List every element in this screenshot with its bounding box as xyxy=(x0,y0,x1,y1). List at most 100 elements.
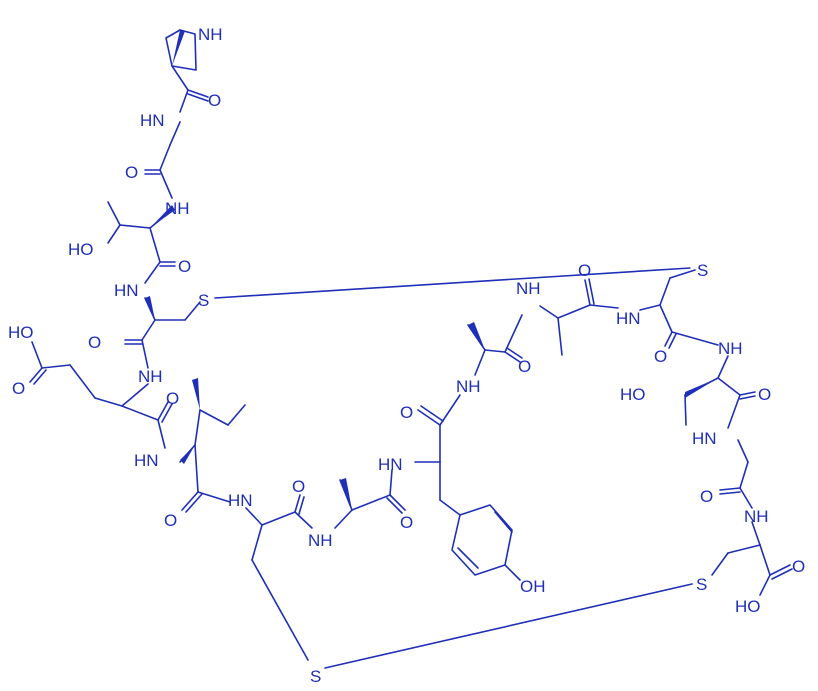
bond xyxy=(41,364,71,369)
bond xyxy=(494,511,513,533)
wedge xyxy=(468,322,485,350)
bond xyxy=(69,364,96,399)
atom-label: NH xyxy=(744,507,769,526)
bond xyxy=(717,355,729,379)
atom-label: HN xyxy=(228,491,253,510)
disulfide-bond-2 xyxy=(324,583,693,669)
bond xyxy=(181,491,199,511)
bond xyxy=(659,304,673,333)
disulfide-bond-1 xyxy=(214,267,691,299)
bond xyxy=(149,227,161,263)
atom-label: O xyxy=(400,513,413,532)
bond xyxy=(298,496,305,515)
atom-label: O xyxy=(578,261,591,280)
atom-label: NH xyxy=(308,531,333,550)
atom-label: NH xyxy=(516,279,541,298)
atom-label: NH xyxy=(165,199,190,218)
bond xyxy=(194,444,199,493)
bond xyxy=(29,367,43,383)
bond xyxy=(121,383,149,407)
bond xyxy=(668,333,677,349)
atom-label: HO xyxy=(8,323,34,342)
bond xyxy=(171,65,189,91)
atom-label: O xyxy=(125,163,138,182)
atom-label: HN xyxy=(140,111,165,130)
bond xyxy=(737,439,749,463)
atom-label: NH xyxy=(456,377,481,396)
bond xyxy=(261,511,296,526)
bond xyxy=(179,89,189,113)
bond xyxy=(294,494,301,513)
bond xyxy=(739,461,749,489)
bond xyxy=(557,304,591,319)
bond xyxy=(107,201,121,226)
bond xyxy=(417,409,441,426)
bond xyxy=(739,391,756,396)
bond xyxy=(197,491,231,503)
atom-label: O xyxy=(178,257,191,276)
bond xyxy=(504,314,523,353)
bond xyxy=(157,419,166,449)
bond xyxy=(184,301,201,321)
bond xyxy=(771,568,793,580)
bond xyxy=(389,494,406,511)
wedge xyxy=(685,378,718,398)
bond xyxy=(194,409,201,446)
atom-label: O xyxy=(164,511,177,530)
bond xyxy=(94,397,123,407)
bond xyxy=(669,269,696,279)
bond xyxy=(671,331,719,346)
bond xyxy=(659,277,671,306)
atom-label: OH xyxy=(520,577,546,596)
atom-label: HO xyxy=(735,597,761,616)
bond xyxy=(159,144,171,171)
bond xyxy=(187,89,209,98)
atom-label: S xyxy=(198,291,209,310)
atom-label: HN xyxy=(134,451,159,470)
proline-ring xyxy=(165,29,197,71)
atom-label: O xyxy=(88,333,101,352)
bond xyxy=(420,405,444,422)
bond xyxy=(719,487,741,491)
atom-label: NH xyxy=(718,339,743,358)
atom-label: S xyxy=(697,261,708,280)
bond xyxy=(439,394,461,426)
bond xyxy=(144,261,161,284)
atom-label: O xyxy=(292,477,305,496)
bond xyxy=(457,547,479,569)
bond xyxy=(717,377,741,396)
bond xyxy=(439,499,461,516)
bond xyxy=(294,511,313,529)
bond xyxy=(759,544,771,576)
wedge xyxy=(150,205,175,228)
bond xyxy=(157,401,169,421)
wedge xyxy=(340,478,352,510)
bond xyxy=(107,224,121,244)
atom-label: O xyxy=(166,389,179,408)
bond xyxy=(588,278,595,305)
bond xyxy=(589,304,619,309)
bond xyxy=(141,339,149,369)
bond xyxy=(584,279,591,306)
bond xyxy=(119,224,151,229)
atom-label: NH xyxy=(198,25,223,44)
bond xyxy=(251,559,309,661)
bond xyxy=(484,349,506,353)
bond xyxy=(557,317,563,356)
atom-label: O xyxy=(12,379,25,398)
bond xyxy=(121,405,159,421)
wedge xyxy=(145,296,155,320)
bond xyxy=(386,497,403,514)
atom-label: HO xyxy=(620,385,646,404)
stereo-wedges xyxy=(145,30,718,510)
atom-label: S xyxy=(696,575,707,594)
bond xyxy=(664,331,673,347)
bond xyxy=(199,409,229,426)
bond xyxy=(159,169,173,199)
atom-labels: NH O HN O NH HO O HN S O NH HO O O HN O … xyxy=(8,25,805,686)
atom-label: HN xyxy=(378,455,403,474)
wedge xyxy=(192,378,200,410)
atom-label: HO xyxy=(68,240,94,259)
